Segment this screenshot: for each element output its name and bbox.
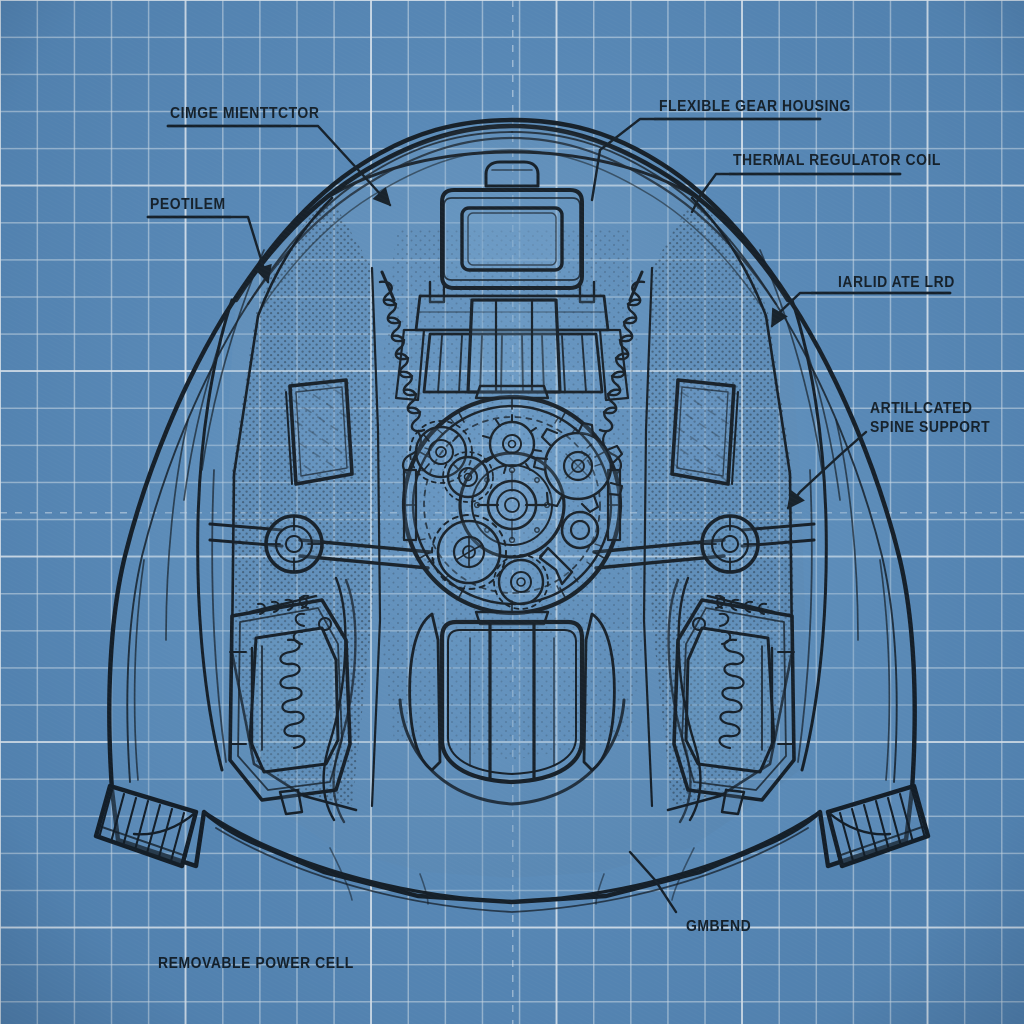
quilted-shoulder-pad-right	[670, 378, 739, 486]
cuff-left	[93, 783, 199, 869]
callout-leader-thermal-regulator-coil	[690, 172, 732, 214]
callout-leader-garment-hem	[628, 850, 678, 914]
quilted-shoulder-pad-left	[285, 378, 354, 486]
callout-label-articulated-spine-support: ARTILLCATED SPINE SUPPORT	[870, 400, 991, 436]
callout-leader-protective-lining	[228, 215, 272, 284]
removable-power-cell-left	[228, 594, 352, 816]
callout-leader-insulated-layer	[770, 291, 814, 328]
gear-upper-center	[482, 414, 542, 474]
callout-label-garment-hem: GMBEND	[686, 918, 752, 935]
callout-label-protective-lining: PEOTILEM	[150, 196, 226, 213]
sleeve-drape-folds	[133, 249, 891, 781]
callout-underlines	[146, 117, 952, 295]
gear-lower-left	[431, 514, 507, 590]
gear-right-idler	[560, 510, 600, 550]
hem-drape-folds	[329, 847, 695, 905]
gear-upper-right	[532, 421, 624, 514]
callout-label-insulated-layer: IARLID ATE LRD	[838, 274, 955, 291]
cuff-right	[825, 783, 931, 869]
escapement-lever	[538, 546, 574, 586]
removable-power-cell-right	[672, 594, 796, 816]
shaft-bearing-left	[264, 514, 324, 574]
callout-leader-lines	[228, 117, 868, 914]
shaft-bearing-right	[700, 514, 760, 574]
lower-cable-runs	[292, 576, 732, 824]
front-panel-edges	[196, 298, 828, 772]
articulated-spine-support-panel	[398, 612, 626, 806]
callout-label-flexible-gear-housing: FLEXIBLE GEAR HOUSING	[659, 98, 851, 115]
clockwork-spine-gear-assembly	[401, 384, 624, 626]
gear-bottom-center	[493, 554, 549, 610]
thermal-regulator-coil-right	[598, 270, 646, 476]
callout-label-thermal-regulator-coil: THERMAL REGULATOR COIL	[733, 152, 941, 169]
upper-spine-vent-assembly	[394, 298, 630, 402]
callout-leader-flexible-gear-housing	[590, 117, 657, 202]
callout-label-charge-monitor: CIMGE MIENTTCTOR	[170, 105, 320, 122]
thermal-regulator-coil-left	[378, 270, 426, 476]
garment-hem	[202, 810, 822, 913]
callout-label-removable-power-cell: REMOVABLE POWER CELL	[158, 955, 354, 972]
gear-mid-left	[442, 451, 494, 503]
collar-display-module	[414, 160, 610, 332]
callout-leader-articulated-spine-support	[786, 430, 868, 510]
callout-leader-charge-monitor	[288, 124, 392, 207]
